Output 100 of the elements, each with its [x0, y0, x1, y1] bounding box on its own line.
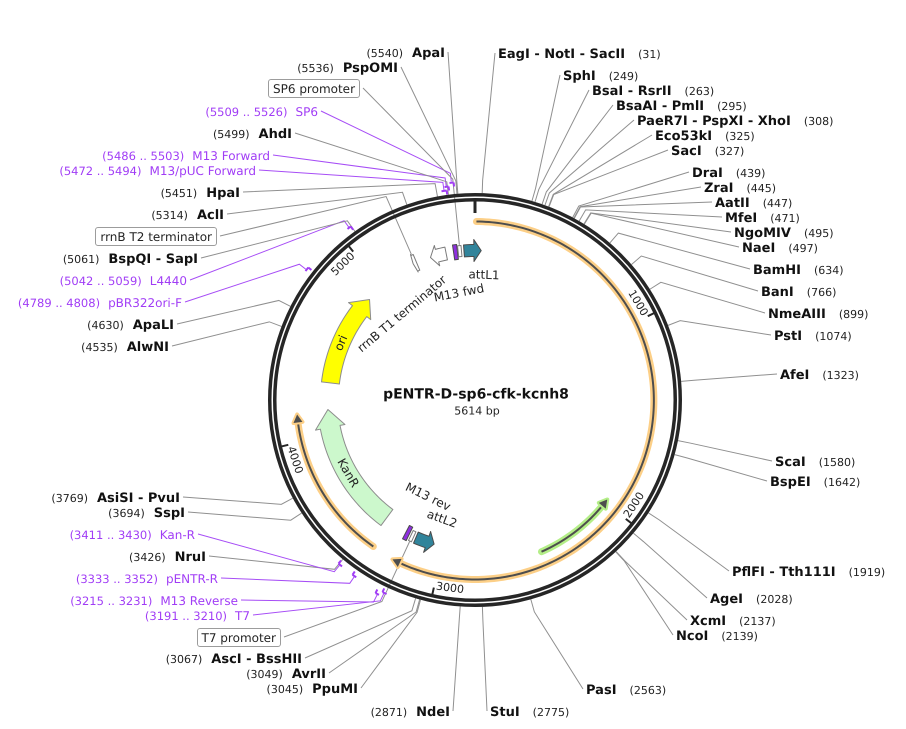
leader-line: [328, 598, 420, 674]
cut-site-label: MfeI (471): [725, 210, 800, 226]
primer-site-mark: [336, 558, 344, 568]
leader-line: [240, 594, 378, 602]
leader-line: [188, 512, 302, 521]
primer-label: (3215 .. 3231) M13 Reverse: [70, 593, 238, 608]
leader-line: [242, 183, 438, 197]
cut-site-label: BsaI - RsrII (263): [592, 83, 714, 99]
leader-line: [360, 599, 422, 688]
leader-line: [530, 598, 584, 690]
terminator-mark: [409, 252, 422, 274]
cut-site-label: (3769) AsiSI - PvuI: [51, 490, 180, 506]
leader-line: [294, 132, 449, 196]
leader-line: [198, 534, 340, 572]
cut-site-label: NgoMIV (495): [734, 225, 834, 241]
primer-label: (5509 .. 5526) SP6: [205, 104, 318, 119]
primer-label: (3333 .. 3352) pENTR-R: [76, 571, 218, 586]
primer-site-mark: [304, 266, 312, 274]
leader-line: [668, 320, 772, 336]
cut-site-label: (4535) AlwNI: [81, 339, 169, 355]
leader-line: [220, 576, 355, 584]
leader-line: [176, 300, 291, 324]
cut-site-label: (4630) ApaLI: [87, 317, 174, 333]
cut-site-label: StuI (2775): [490, 704, 570, 720]
feature-label: attL1: [468, 267, 500, 283]
cut-site-label: BanI (766): [761, 284, 836, 300]
feature-label: ori: [331, 333, 351, 353]
primer-site-mark: [351, 570, 358, 579]
leader-line: [548, 134, 652, 208]
primer-site-mark: [442, 185, 450, 192]
leader-line: [572, 172, 690, 218]
cut-site-label: Eco53kI (325): [655, 128, 755, 144]
cut-site-label: XcmI (2137): [690, 613, 776, 629]
cut-site-label: BsaAI - PmlI (295): [616, 98, 747, 114]
leader-line: [631, 255, 758, 292]
leader-line: [172, 321, 282, 346]
leader-line: [649, 282, 766, 314]
cut-site-label: PflFI - Tth111I (1919): [732, 564, 886, 580]
primer-label: (3191 .. 3210) T7: [144, 608, 250, 623]
leader-line: [284, 541, 410, 638]
leader-line: [677, 440, 772, 462]
cut-site-label: (5536) PspOMI: [297, 60, 398, 76]
leader-line: [609, 232, 750, 270]
cut-site-label: (5061) BspQI - SapI: [62, 251, 198, 267]
leader-line: [534, 90, 590, 202]
leader-line: [574, 202, 712, 219]
scale-label: 3000: [435, 580, 465, 597]
leader-line: [482, 606, 488, 712]
cut-site-label: EagI - NotI - SacII (31): [498, 46, 661, 62]
primer-label: (5472 .. 5494) M13/pUC Forward: [59, 163, 256, 178]
cut-site-label: (3067) AscI - BssHII: [166, 651, 302, 667]
scale-label: 4000: [284, 444, 306, 476]
leader-line: [448, 52, 458, 194]
leader-line: [584, 212, 740, 248]
cut-site-label: AfeI (1323): [780, 367, 859, 383]
cut-site-label: (3045) PpuMI: [266, 681, 358, 697]
leader-line: [362, 88, 460, 246]
leader-line: [544, 120, 634, 206]
cut-site-label: ZraI (445): [704, 180, 776, 196]
leader-line: [578, 209, 722, 222]
cut-site-label: (5451) HpaI: [160, 185, 240, 201]
leader-line: [258, 170, 444, 191]
leader-line: [220, 196, 412, 255]
cut-site-label: ScaI (1580): [775, 454, 856, 470]
cut-site-label: (5540) ApaI: [366, 45, 445, 61]
primer-label: (3411 .. 3430) Kan-R: [70, 527, 195, 542]
leader-line: [304, 598, 416, 658]
cut-site-label: NcoI (2139): [676, 628, 758, 644]
feature-callout: T7 promoter: [196, 628, 281, 647]
leader-line: [252, 593, 384, 616]
leader-line: [226, 192, 408, 214]
primer-label: (4789 .. 4808) pBR322ori-F: [18, 295, 182, 310]
leader-line: [615, 551, 674, 636]
cut-site-label: (5314) AclI: [151, 207, 224, 223]
leader-line: [452, 606, 461, 712]
cut-site-label: PaeR7I - PspXI - XhoI (308): [637, 113, 834, 129]
primer-site-mark: [440, 189, 449, 196]
feature-callout: rrnB T2 terminator: [95, 227, 217, 246]
leader-line: [583, 212, 732, 232]
cut-site-label: BamHI (634): [753, 262, 844, 278]
cut-site-label: NmeAIII (899): [768, 306, 868, 322]
cut-site-label: SphI (249): [563, 68, 638, 84]
cut-site-label: PstI (1074): [774, 328, 852, 344]
leader-line: [542, 104, 614, 205]
cut-site-label: PasI (2563): [586, 682, 666, 698]
leader-line: [548, 150, 668, 208]
feature-callout: SP6 promoter: [268, 79, 360, 98]
leader-line: [531, 74, 560, 202]
leader-line: [182, 496, 294, 505]
primer-label: (5042 .. 5059) L4440: [60, 273, 187, 288]
cut-site-label: AatII (447): [715, 195, 792, 211]
leader-line: [320, 110, 452, 182]
primer-site-mark: [374, 588, 381, 596]
cut-site-label: (5499) AhdI: [212, 126, 292, 142]
leader-line: [190, 220, 350, 280]
leader-line: [400, 66, 458, 194]
cut-site-label: AgeI (2028): [710, 591, 793, 607]
primer-label: (5486 .. 5503) M13 Forward: [102, 148, 270, 163]
leader-line: [208, 556, 344, 570]
primer-site-mark: [448, 180, 456, 188]
